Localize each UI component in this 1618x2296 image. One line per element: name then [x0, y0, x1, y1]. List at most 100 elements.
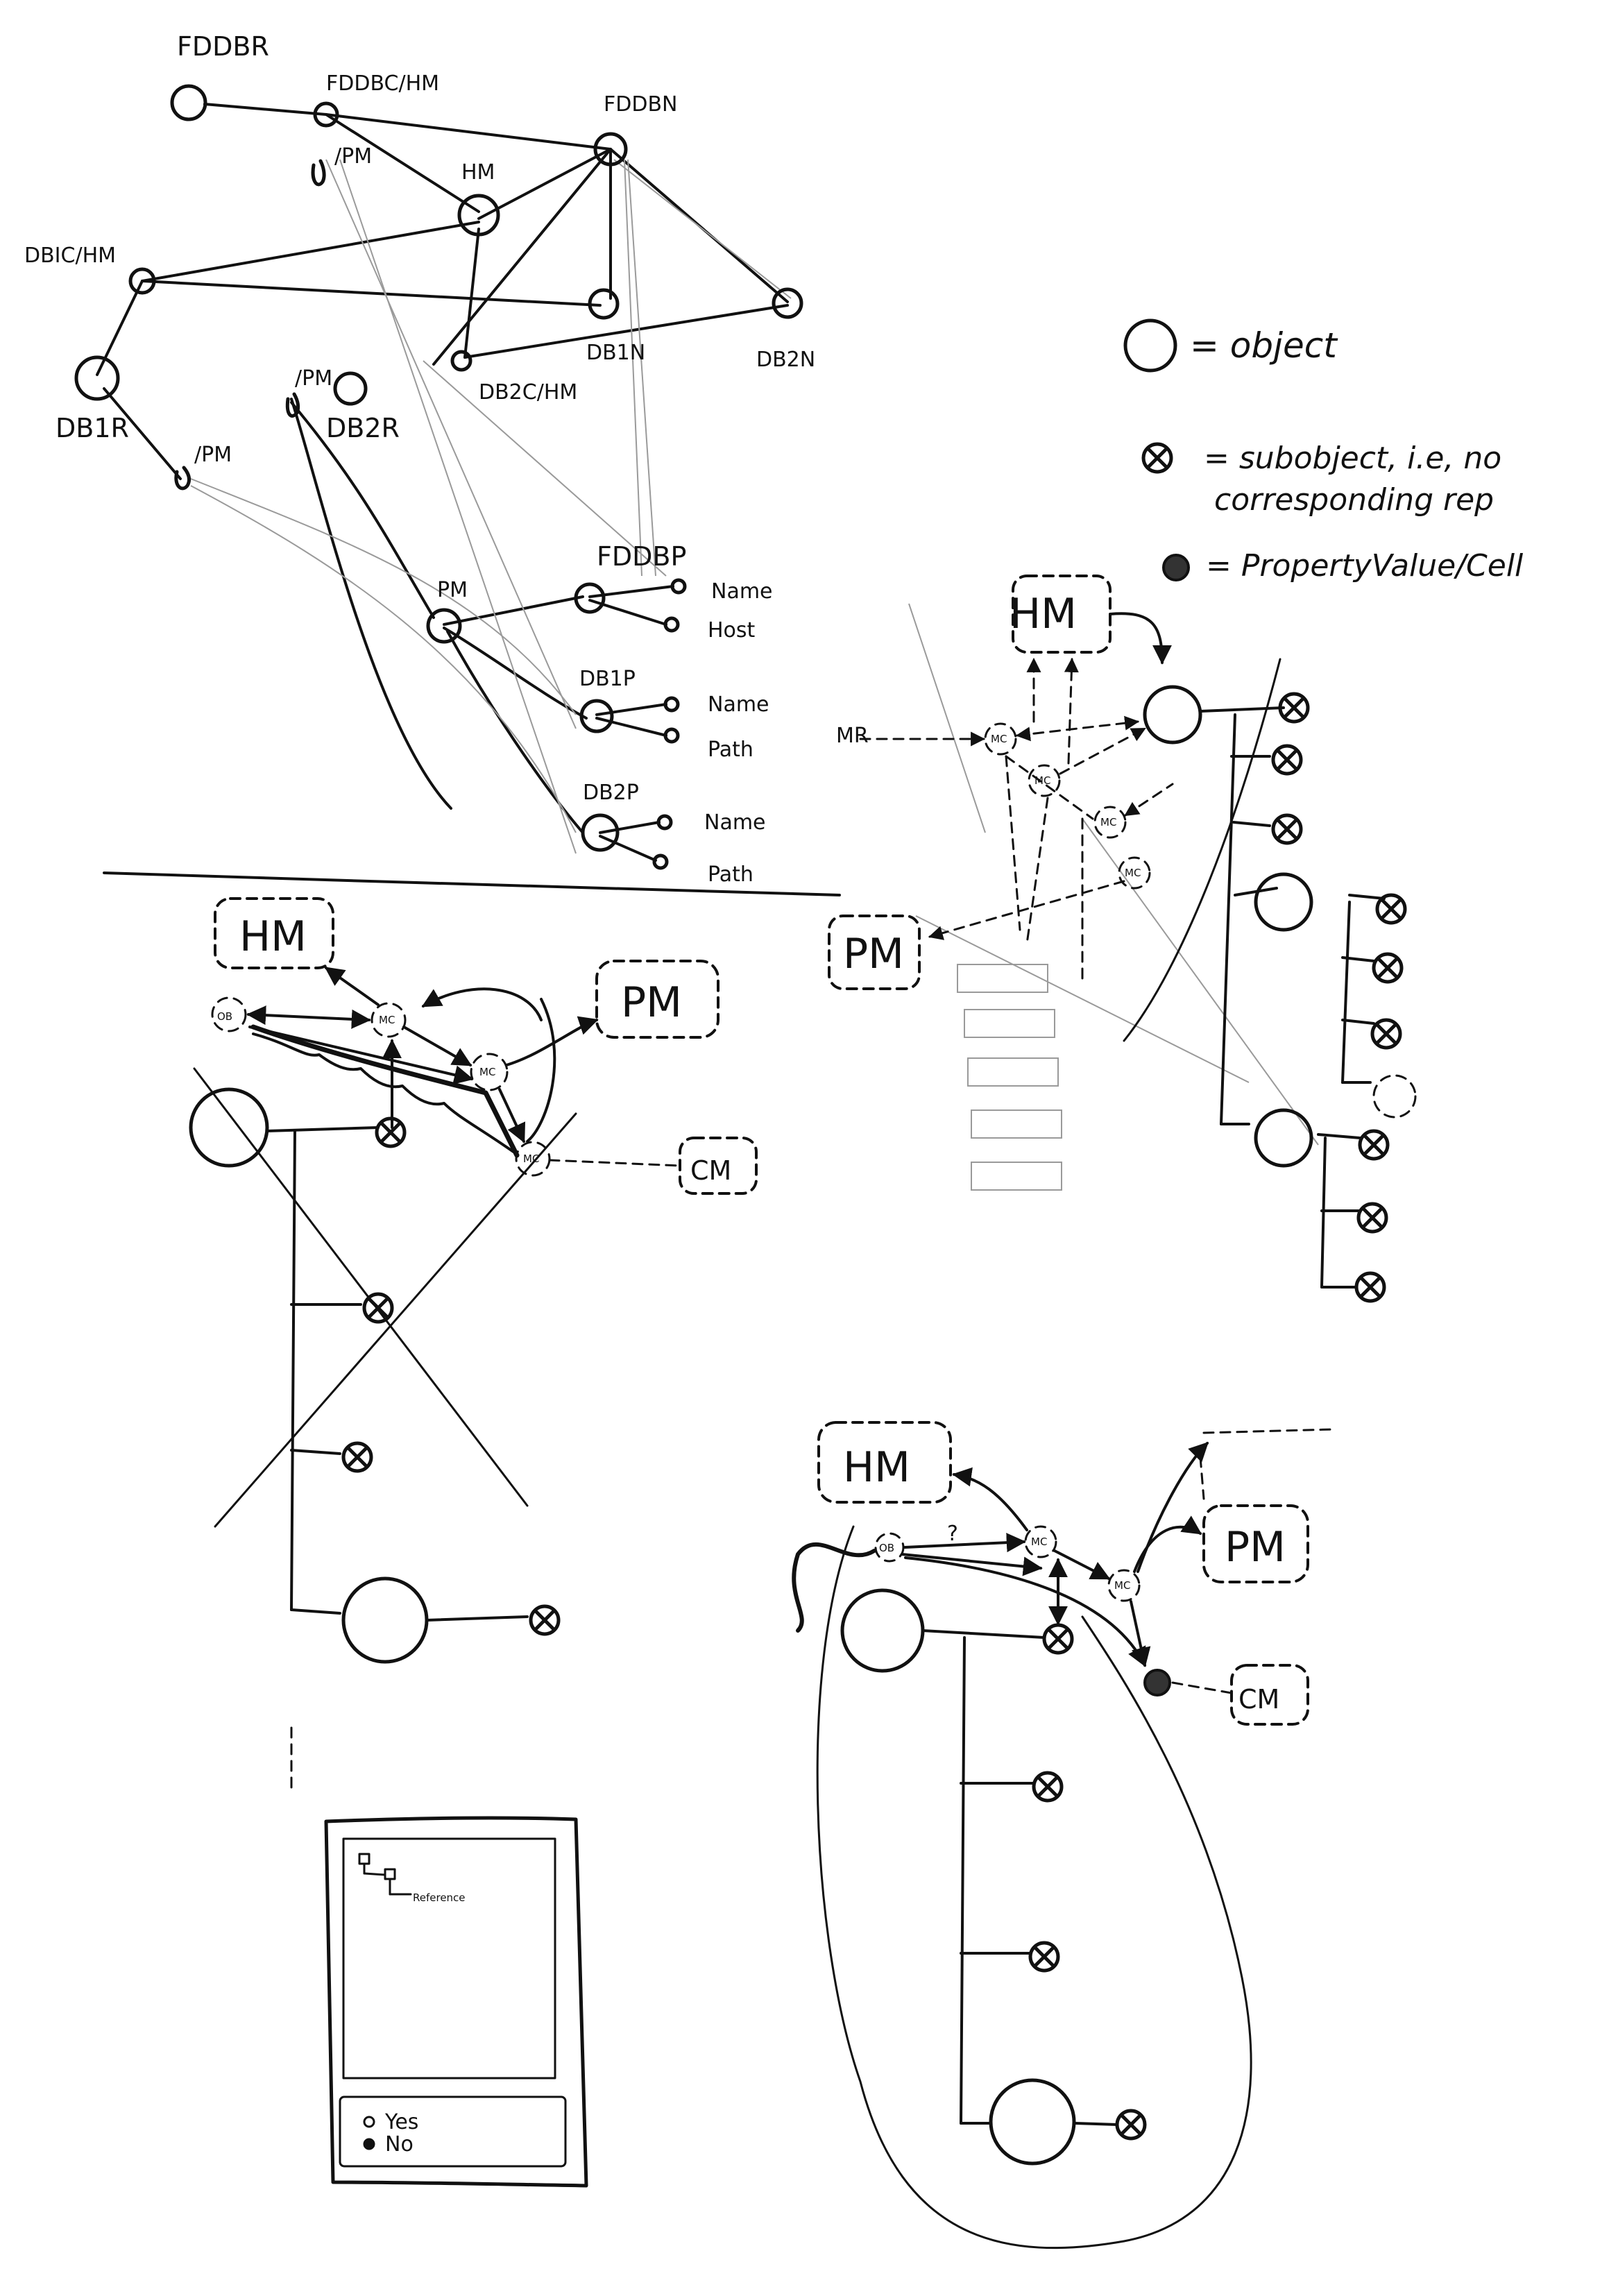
- subobj-icon: [1360, 1131, 1388, 1159]
- subobj-icon: [1359, 1204, 1386, 1232]
- mc-label-1: MC: [991, 733, 1007, 745]
- label-db2p: DB2P: [583, 781, 639, 805]
- ml-box-cm-label: CM: [690, 1155, 731, 1186]
- label-db2c-hm: DB2C/HM: [479, 380, 577, 405]
- sketch-bottom-right: HM PM CM OB MC MC ?: [794, 1422, 1332, 2248]
- node-fddbr: [172, 86, 205, 119]
- leaf-path-2: [654, 856, 667, 868]
- box-pm-label: PM: [843, 930, 904, 978]
- legend-property: = PropertyValue/Cell: [1206, 548, 1524, 584]
- mc-label-2: MC: [1034, 774, 1050, 787]
- br-property-value: [1145, 1670, 1170, 1695]
- radio-yes-label: Yes: [384, 2110, 418, 2134]
- label-dbic-hm: DBIC/HM: [24, 244, 116, 268]
- ml-mc-label-1: MC: [379, 1014, 395, 1026]
- node-db1p: [581, 701, 612, 731]
- br-mc-label-2: MC: [1114, 1579, 1130, 1592]
- br-question-mark: ?: [947, 1522, 958, 1546]
- label-fddbr: FDDBR: [177, 31, 269, 62]
- br-link: [923, 1631, 1044, 1638]
- legend-subobject-line2: corresponding rep: [1214, 482, 1494, 518]
- radio-no[interactable]: [364, 2139, 374, 2149]
- subobj-icon: [1372, 1020, 1400, 1048]
- mc-label-3: MC: [1100, 816, 1116, 828]
- radio-no-label: No: [385, 2132, 414, 2157]
- label-db1n: DB1N: [586, 341, 645, 365]
- label-pm-slash-1: /PM: [334, 144, 372, 169]
- br-box-hm-label: HM: [843, 1443, 910, 1492]
- node-db2c: [452, 352, 470, 370]
- br-object-2: [991, 2080, 1074, 2163]
- subobj-icon: [1377, 895, 1405, 923]
- label-name-3: Name: [704, 810, 766, 835]
- subobj-icon: [1273, 746, 1301, 774]
- br-tree: [961, 1638, 1117, 2125]
- br-dashed-top: [1204, 1429, 1332, 1433]
- ml-tree: [291, 1131, 527, 1620]
- legend-object-icon: [1125, 321, 1175, 371]
- sketch-middle-left: HM PM CM OB MC MC MC: [191, 899, 756, 1790]
- br-mc-label-1: MC: [1031, 1536, 1047, 1548]
- mr-label: MR: [836, 724, 869, 748]
- legend-subobject-icon: [1143, 444, 1171, 472]
- ml-mc-cm-link: [550, 1160, 680, 1166]
- label-db2n: DB2N: [756, 348, 815, 372]
- node-db1r: [76, 357, 118, 399]
- label-fddbn: FDDBN: [604, 92, 677, 117]
- legend: = object = subobject, i.e, no correspond…: [1125, 321, 1524, 584]
- node-db2r: [335, 373, 366, 404]
- ml-ob-label: OB: [217, 1010, 232, 1023]
- subobj-icon: [1034, 1773, 1062, 1801]
- label-db1p: DB1P: [579, 667, 636, 691]
- ml-object-2: [343, 1579, 427, 1662]
- mr-object-2: [1256, 874, 1311, 930]
- label-host: Host: [708, 618, 756, 643]
- mc-label-4: MC: [1125, 867, 1141, 879]
- subobj-icon: [1044, 1625, 1072, 1653]
- radio-yes[interactable]: [364, 2117, 374, 2127]
- ml-diagonal-2: [215, 1114, 576, 1527]
- subobj-icon: [343, 1443, 371, 1471]
- mr-object: [1145, 687, 1200, 742]
- subobj-icon: [1117, 2111, 1145, 2138]
- legend-property-icon: [1164, 555, 1189, 580]
- subobj-icon: [1356, 1273, 1384, 1301]
- dialog-tree: [359, 1854, 411, 1894]
- label-db2r: DB2R: [326, 413, 400, 443]
- label-db1r: DB1R: [56, 413, 129, 443]
- ml-arrows: [248, 968, 597, 1141]
- label-pm-node: PM: [437, 578, 468, 602]
- ml-mc-label-2: MC: [479, 1066, 495, 1078]
- graph-faint-edges: [191, 160, 791, 853]
- label-pm-slash-2: /PM: [295, 366, 332, 391]
- legend-subobject-line1: = subobject, i.e, no: [1204, 441, 1501, 476]
- dialog-tree-label: Reference: [413, 1891, 466, 1904]
- legend-object: = object: [1190, 325, 1338, 366]
- subobj-icon: [531, 1606, 559, 1634]
- label-fddbp: FDDBP: [597, 541, 686, 572]
- label-hm: HM: [461, 160, 495, 185]
- label-name-2: Name: [708, 692, 769, 717]
- br-enclosure: [817, 1527, 1251, 2248]
- node-pm-open-1: [313, 161, 324, 185]
- mr-dashed-node: [1374, 1075, 1415, 1117]
- br-box-cm-label: CM: [1238, 1684, 1279, 1715]
- subobj-icon: [364, 1294, 392, 1322]
- graph-nodes: [76, 86, 801, 868]
- dialog-mockup: Reference Yes No: [326, 1818, 586, 2186]
- mr-object-3: [1256, 1110, 1311, 1166]
- node-db2n: [774, 289, 801, 317]
- label-fddbc-hm: FDDBC/HM: [326, 71, 439, 96]
- ml-box-pm-label: PM: [621, 978, 682, 1027]
- subobj-icon: [1030, 1943, 1058, 1971]
- mr-tree: [1200, 708, 1384, 1287]
- ml-wavy-line: [253, 1034, 513, 1152]
- br-box-pm-label: PM: [1225, 1523, 1286, 1572]
- subobj-icon: [1374, 954, 1402, 982]
- br-dashed-side: [1200, 1457, 1204, 1499]
- schema-graph: FDDBR FDDBC/HM FDDBN /PM HM DBIC/HM DB1N…: [24, 31, 815, 887]
- dialog-options-panel: [340, 2097, 565, 2166]
- label-path-2: Path: [708, 862, 753, 887]
- label-pm-slash-3: /PM: [194, 443, 232, 467]
